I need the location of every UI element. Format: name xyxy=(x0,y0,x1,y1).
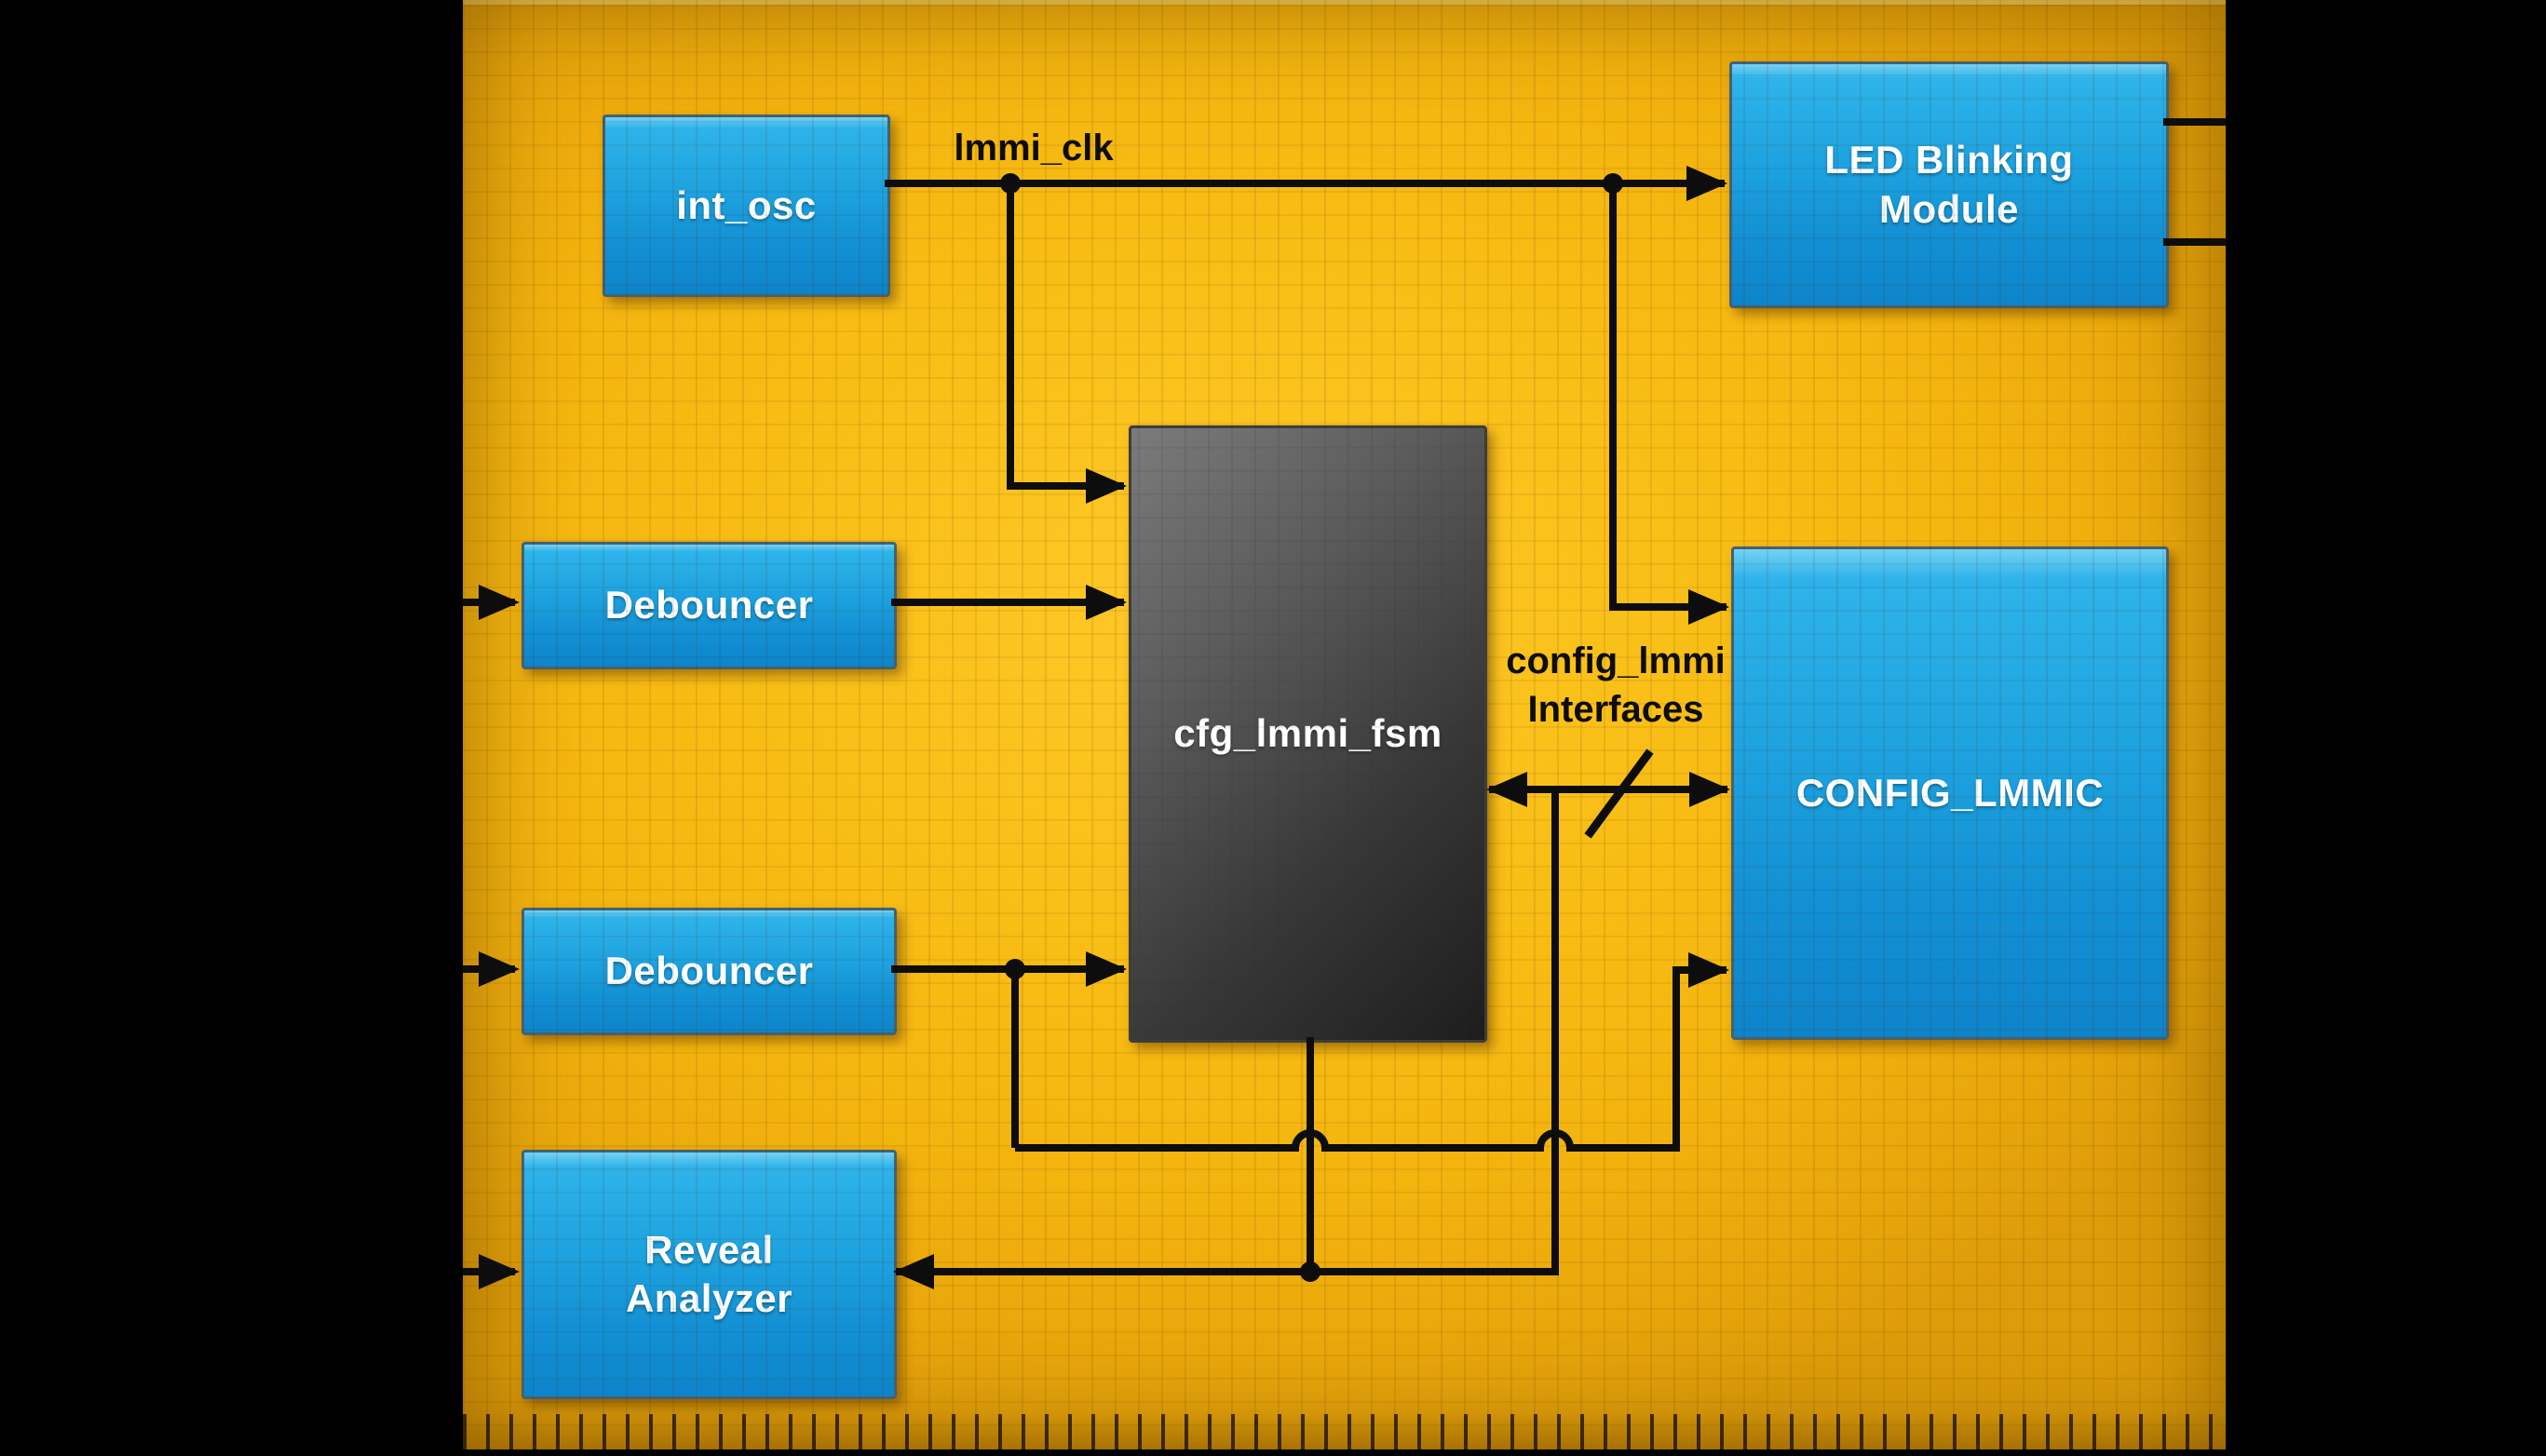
block-label: Reveal Analyzer xyxy=(625,1227,793,1321)
label-lmmi-clk: lmmi_clk xyxy=(954,128,1114,169)
block-label: cfg_lmmi_fsm xyxy=(1173,711,1442,756)
block-led-blinking-module[interactable]: LED Blinking Module xyxy=(1729,61,2169,308)
block-reveal-analyzer[interactable]: Reveal Analyzer xyxy=(521,1150,897,1399)
block-int-osc[interactable]: int_osc xyxy=(603,115,890,297)
block-label: int_osc xyxy=(676,182,817,227)
block-label: Debouncer xyxy=(604,949,814,993)
block-config-lmmic[interactable]: CONFIG_LMMIC xyxy=(1731,546,2169,1040)
block-debouncer-top[interactable]: Debouncer xyxy=(521,542,897,669)
bottom-edge-ticks xyxy=(463,1414,2226,1449)
block-label: LED Blinking Module xyxy=(1824,138,2074,231)
block-label: Debouncer xyxy=(604,583,814,627)
block-debouncer-bottom[interactable]: Debouncer xyxy=(521,908,897,1035)
block-cfg-lmmi-fsm[interactable]: cfg_lmmi_fsm xyxy=(1129,425,1487,1043)
label-config-lmmi-interfaces: config_lmmi Interfaces xyxy=(1506,640,1726,730)
block-label: CONFIG_LMMIC xyxy=(1795,770,2105,815)
